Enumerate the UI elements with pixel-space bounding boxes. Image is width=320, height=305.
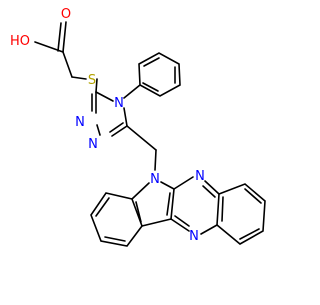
indole-benzene-double-2 <box>104 236 126 242</box>
atom-triazole-n2: N <box>75 115 85 130</box>
atom-triazole-n4: N <box>114 96 124 111</box>
molecule-diagram: O HO S N N N N N N <box>10 7 266 247</box>
phenyl-double-3 <box>142 82 159 92</box>
bond-c5-n1-double <box>109 122 124 133</box>
bond-n1-n2 <box>96 124 101 136</box>
molecule-structure: O HO S N N N N N N <box>10 7 266 247</box>
bond-c3-n4 <box>95 91 114 102</box>
indole-benzene-double-3 <box>135 201 142 223</box>
phenyl-double-1 <box>143 57 160 67</box>
bond-ch2-s <box>71 76 87 80</box>
bond-ch2-nindole <box>154 149 157 171</box>
bond-c11a-c5a-double <box>166 192 171 216</box>
atom-carbonyl-o: O <box>61 7 71 22</box>
bond-c5-n1 <box>111 125 128 137</box>
bond-s-c3 <box>95 78 98 93</box>
bond-c-c-fused <box>216 193 220 226</box>
bond-c-o-double <box>62 21 67 53</box>
atom-pyrazine-n-lower: N <box>189 229 199 244</box>
atom-hydroxyl-o: HO <box>10 34 30 49</box>
bond-c5-ch2 <box>126 125 157 151</box>
atom-triazole-n1: N <box>88 137 98 152</box>
bond-ch2-cooh <box>62 51 73 78</box>
atom-labels: O HO S N N N N N N <box>10 7 205 244</box>
bond-c-n-lower <box>200 224 218 235</box>
indole-benzene-ring <box>90 192 143 247</box>
atom-sulfur: S <box>88 73 96 88</box>
bond-n-c9a <box>131 182 150 200</box>
bond-n4-phenyl <box>123 84 141 99</box>
benzo-double-2 <box>239 228 260 240</box>
phenyl-ring <box>138 52 181 97</box>
bond-c5a-n <box>160 181 175 190</box>
bond-c-o-double-2 <box>57 22 62 52</box>
benzo-ring <box>216 183 266 245</box>
benzo-double-3 <box>221 196 224 222</box>
bond-c4b-c11a <box>141 218 172 227</box>
bond-c11a-c5a <box>170 188 175 220</box>
indole-benzene-double-1 <box>95 197 110 217</box>
atom-pyrazine-n-upper: N <box>195 169 205 184</box>
bond-n-lower-c11a-double <box>174 215 190 227</box>
bond-network <box>34 21 266 247</box>
atom-indole-n: N <box>150 172 160 187</box>
bond-n-upper-c-double <box>202 185 216 198</box>
bond-c5a-n-upper <box>173 176 194 190</box>
benzo-double-1 <box>244 188 262 204</box>
bond-n4-c5 <box>123 107 128 127</box>
bond-n-upper-c <box>204 180 220 195</box>
bond-n-lower-c11a <box>170 218 190 232</box>
